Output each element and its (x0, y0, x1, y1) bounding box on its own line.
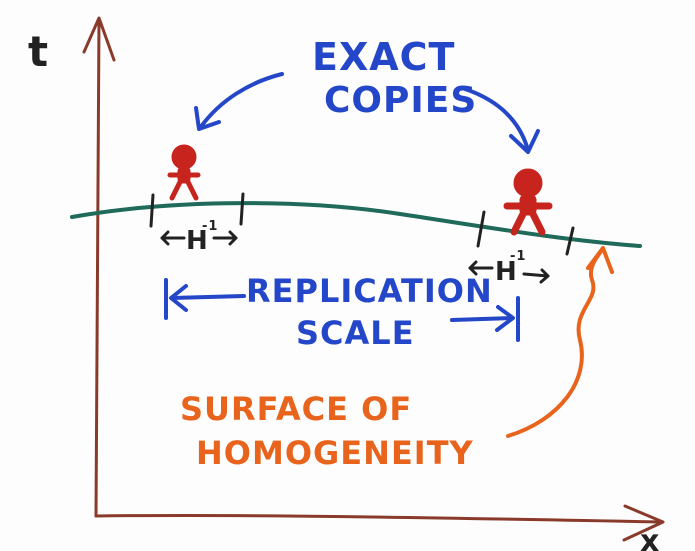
right-scale-exponent: -1 (510, 249, 526, 264)
space-axis (94, 513, 664, 524)
right-person-icon (503, 168, 553, 236)
left-scale-label: H (186, 226, 209, 256)
replication-scale-label-line2: SCALE (296, 314, 415, 352)
exact-copies-label-line1: EXACT (312, 35, 455, 79)
replication-arrow-left-head (169, 284, 188, 312)
replication-arrow-left (170, 294, 246, 300)
replication-arrow-right (450, 316, 514, 322)
left-scale-exponent: -1 (202, 219, 218, 234)
surface-pointer-arrowhead (586, 246, 614, 274)
surface-of-homogeneity-curve (70, 201, 642, 248)
surface-of-homogeneity-label-line2: HOMOGENEITY (196, 434, 474, 472)
exact-copies-label-line2: COPIES (324, 80, 477, 121)
space-axis-label: x (640, 524, 660, 551)
replication-arrow-right-head (495, 305, 515, 332)
time-axis (94, 18, 101, 518)
copies-arrow-right-head (509, 129, 540, 154)
right-scale-marker (468, 210, 575, 284)
surface-of-homogeneity-label-line1: SURFACE OF (180, 390, 412, 428)
left-scale-marker (149, 192, 245, 246)
replication-scale-label-line1: REPLICATION (246, 272, 493, 310)
copies-arrow-left-head (194, 106, 221, 131)
copies-arrow-left (198, 72, 284, 130)
time-axis-arrowhead (82, 16, 116, 62)
space-axis-arrowhead (622, 504, 665, 542)
surface-pointer-arrow (506, 248, 604, 438)
copies-arrow-right (460, 86, 530, 152)
time-axis-label: t (28, 27, 49, 76)
right-scale-label: H (495, 257, 518, 287)
left-person-icon (167, 144, 201, 201)
